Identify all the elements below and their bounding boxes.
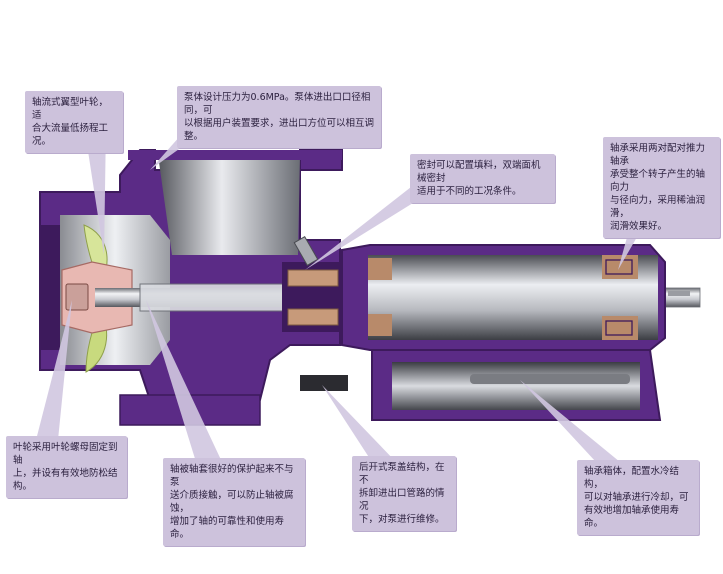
callout-rear-cover: 后开式泵盖结构，在不 拆卸进出口管路的情况 下，对泵进行维修。 xyxy=(352,456,456,531)
callout-design-pressure: 泵体设计压力为0.6MPa。泵体进出口口径相同，可 以根据用户装置要求，进出口方… xyxy=(177,86,381,148)
leader-shaft-sleeve xyxy=(146,300,222,462)
callout-impeller: 轴流式翼型叶轮，适 合大流量低扬程工况。 xyxy=(25,91,123,153)
rear-bearing-pair xyxy=(602,255,638,340)
callout-impeller-nut: 叶轮采用叶轮螺母固定到轴 上，并设有有效地防松结构。 xyxy=(6,436,127,498)
seal-assembly xyxy=(282,236,342,332)
shaft-sleeve xyxy=(139,283,291,312)
leader-rear-cover xyxy=(322,385,396,462)
outlet-flange xyxy=(128,150,342,160)
rear-cover-bolt xyxy=(300,375,348,391)
front-bearing xyxy=(368,258,392,336)
bearing-box xyxy=(371,349,662,421)
keyway xyxy=(668,291,690,296)
outlet-pipe-interior xyxy=(158,155,300,255)
callout-bearing: 轴承采用两对配对推力轴承 承受整个转子产生的轴向力 与径向力，采用稀油润滑， 润… xyxy=(603,137,720,238)
impeller-nut xyxy=(65,283,89,311)
callout-seal: 密封可以配置填料，双端面机械密封 适用于不同的工况条件。 xyxy=(410,154,555,203)
leader-impeller-nut xyxy=(36,300,72,440)
leader-bearing-box xyxy=(520,380,620,462)
callout-bearing-box: 轴承箱体，配置水冷结构， 可以对轴承进行冷却，可 有效地增加轴承使用寿命。 xyxy=(577,460,699,535)
callout-shaft-sleeve: 轴被轴套很好的保护起来不与泵 送介质接触，可以防止轴被腐蚀， 增加了轴的可靠性和… xyxy=(163,458,305,546)
leader-impeller xyxy=(84,125,106,255)
bearing-housing xyxy=(341,244,666,351)
